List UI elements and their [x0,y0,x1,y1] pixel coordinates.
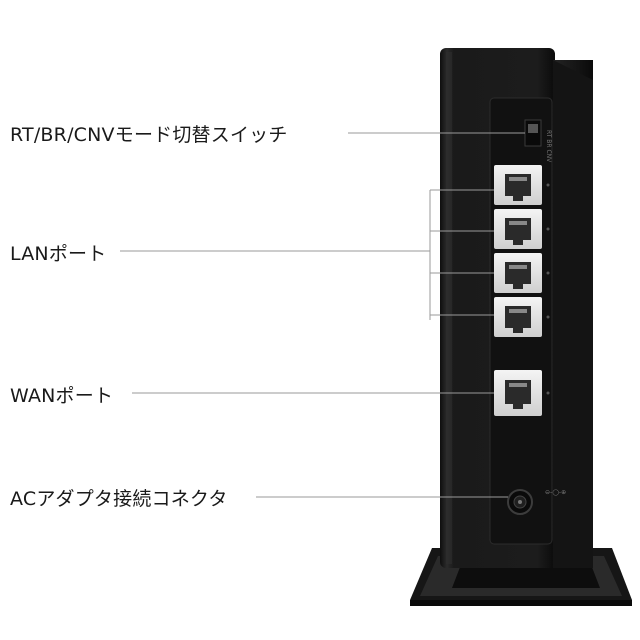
lan-port-label: LANポート [10,243,107,265]
dc-jack-icon: ⊖-◯-⊕ [507,489,566,515]
lan-ports [494,165,550,337]
wan-port-label: WANポート [10,385,114,407]
svg-text:RT BR CNV: RT BR CNV [545,130,552,163]
lan-port-2 [494,209,542,249]
lan-port-3 [494,253,542,293]
wan-port [494,370,550,416]
lan-port-4 [494,297,542,337]
ac-connector-label: ACアダプタ接続コネクタ [10,488,228,510]
lan-port-1 [494,165,542,205]
svg-text:⊖-◯-⊕: ⊖-◯-⊕ [545,489,566,496]
mode-switch-label: RT/BR/CNVモード切替スイッチ [10,124,288,146]
